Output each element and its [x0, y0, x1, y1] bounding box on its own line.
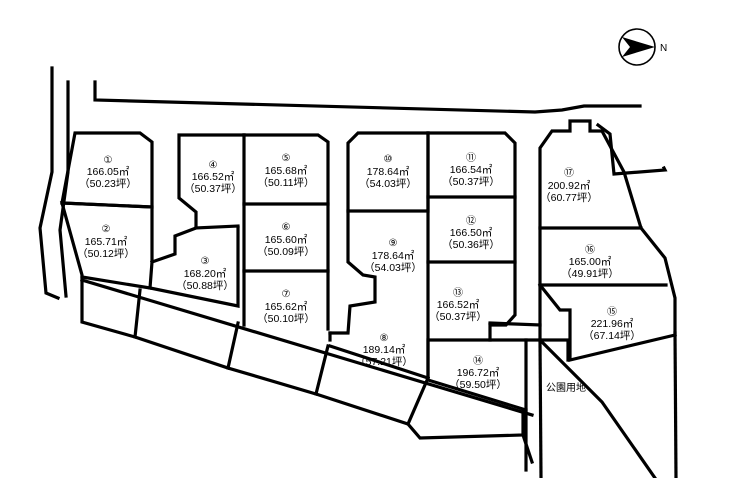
- lot-area: 168.20㎡: [184, 268, 227, 280]
- lot-tsubo: （49.91坪）: [561, 267, 619, 280]
- lot-area: 166.52㎡: [192, 171, 235, 183]
- lot-boundaries-left: [59, 131, 535, 465]
- lot-tsubo: （67.14坪）: [583, 329, 641, 342]
- park-site-label: 公園用地: [546, 381, 586, 394]
- lot-area: 165.62㎡: [265, 301, 308, 313]
- lot-tsubo: （59.50坪）: [449, 378, 507, 391]
- lot-area: 196.72㎡: [457, 367, 500, 379]
- compass-arrow-icon: [618, 28, 656, 66]
- lot-3-label: ③ 168.20㎡ （50.88坪）: [176, 256, 234, 292]
- road-boundaries: [38, 66, 668, 301]
- lot-16-label: ⑯ 165.00㎡ （49.91坪）: [561, 244, 619, 280]
- lot-number: ⑩: [384, 154, 393, 165]
- lot-area: 165.68㎡: [265, 165, 308, 177]
- lot-tsubo: （50.11坪）: [258, 176, 315, 189]
- lot-number: ⑤: [282, 153, 291, 164]
- lot-number: ⑮: [607, 306, 617, 318]
- lot-number: ⑦: [282, 289, 291, 300]
- lot-area: 166.52㎡: [437, 299, 480, 311]
- lot-area: 189.14㎡: [363, 344, 406, 356]
- lot-tsubo: （54.03坪）: [359, 177, 417, 190]
- lot-17-label: ⑰ 200.92㎡ （60.77坪）: [540, 167, 598, 204]
- lot-area: 178.64㎡: [372, 250, 415, 262]
- lot-number: ②: [102, 224, 111, 235]
- lot-area: 200.92㎡: [548, 180, 591, 192]
- lot-boundaries-right: [488, 119, 678, 478]
- lot-4-label: ④ 166.52㎡ （50.37坪）: [184, 160, 242, 195]
- lot-number: ①: [104, 155, 113, 166]
- lot-15-label: ⑮ 221.96㎡ （67.14坪）: [583, 306, 641, 342]
- lot-number: ⑧: [380, 333, 389, 344]
- lot-tsubo: （50.36坪）: [442, 238, 500, 251]
- lot-number: ⑥: [282, 222, 291, 233]
- lot-tsubo: （50.88坪）: [176, 279, 234, 292]
- lot-area: 178.64㎡: [367, 166, 410, 178]
- lot-tsubo: （50.23坪）: [79, 177, 137, 190]
- lot-11-label: ⑪ 166.54㎡ （50.37坪）: [442, 152, 500, 188]
- lot-7-label: ⑦ 165.62㎡ （50.10坪）: [257, 289, 315, 325]
- lot-tsubo: （50.09坪）: [257, 245, 315, 258]
- lot-14-label: ⑭ 196.72㎡ （59.50坪）: [449, 355, 507, 391]
- lot-tsubo: （50.10坪）: [257, 312, 315, 325]
- lot-13-label: ⑬ 166.52㎡ （50.37坪）: [429, 287, 487, 323]
- lot-tsubo: （57.21坪）: [355, 355, 413, 368]
- lot-5-label: ⑤ 165.68㎡ （50.11坪）: [258, 153, 315, 189]
- lot-number: ④: [209, 160, 218, 171]
- lot-area: 165.60㎡: [265, 234, 308, 246]
- lot-number: ⑪: [466, 152, 476, 164]
- lot-8-label: ⑧ 189.14㎡ （57.21坪）: [355, 333, 413, 368]
- lot-tsubo: （50.37坪）: [442, 175, 500, 188]
- lot-number: ⑨: [389, 238, 398, 249]
- lot-tsubo: （50.37坪）: [429, 310, 487, 323]
- lot-tsubo: （50.37坪）: [184, 182, 242, 195]
- lot-area: 165.00㎡: [569, 256, 612, 268]
- lot-area: 165.71㎡: [85, 236, 128, 248]
- lot-10-label: ⑩ 178.64㎡ （54.03坪）: [359, 154, 417, 190]
- lot-9-label: ⑨ 178.64㎡ （54.03坪）: [364, 238, 422, 274]
- lot-1-label: ① 166.05㎡ （50.23坪）: [79, 155, 137, 190]
- lot-12-label: ⑫ 166.50㎡ （50.36坪）: [442, 215, 500, 251]
- lot-6-label: ⑥ 165.60㎡ （50.09坪）: [257, 222, 315, 258]
- lot-number: ⑭: [473, 355, 483, 367]
- lot-number: ⑫: [466, 215, 476, 227]
- compass: N: [618, 28, 667, 66]
- lot-number: ⑯: [585, 244, 595, 256]
- lot-2-label: ② 165.71㎡ （50.12坪）: [77, 224, 135, 260]
- lot-tsubo: （60.77坪）: [540, 191, 598, 204]
- lot-area: 166.50㎡: [450, 227, 493, 239]
- lot-number: ⑬: [453, 287, 463, 299]
- lot-number: ③: [201, 256, 210, 267]
- lot-area: 166.54㎡: [450, 164, 493, 176]
- lot-area: 221.96㎡: [591, 318, 634, 330]
- lot-area: 166.05㎡: [87, 166, 130, 178]
- lot-tsubo: （50.12坪）: [77, 247, 135, 260]
- compass-north-label: N: [660, 43, 667, 54]
- lot-number: ⑰: [564, 167, 574, 179]
- lot-tsubo: （54.03坪）: [364, 261, 422, 274]
